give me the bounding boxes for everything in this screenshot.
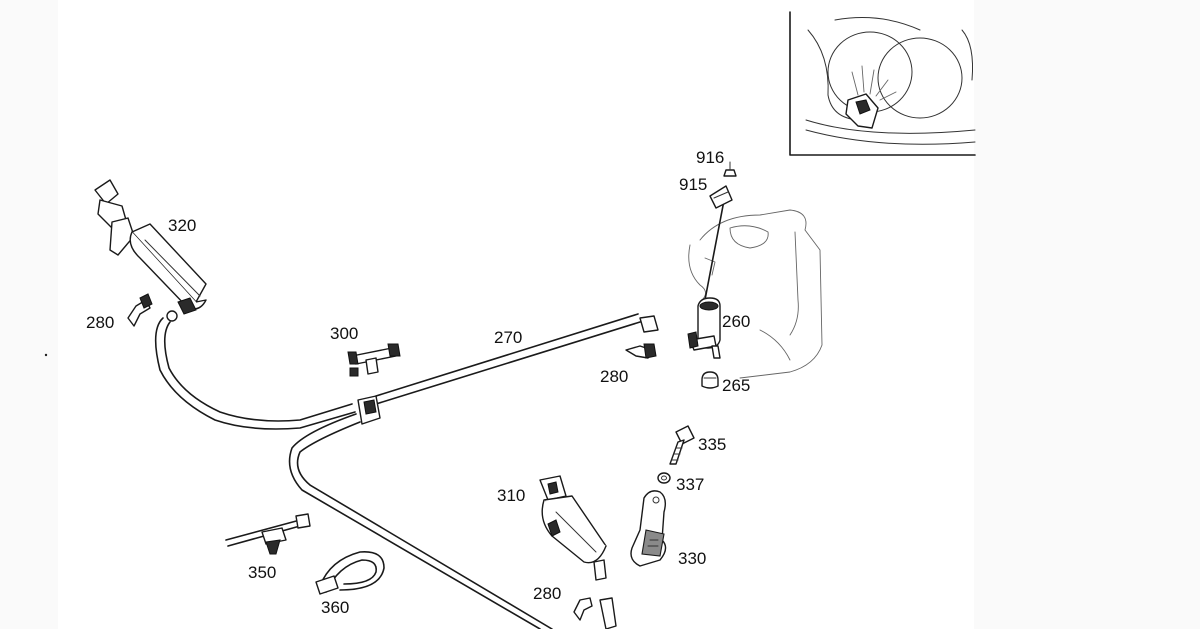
- part-337-washer: [657, 472, 671, 484]
- callout-310: 310: [497, 486, 525, 505]
- callout-335: 335: [698, 435, 726, 454]
- callout-915: 915: [679, 175, 707, 194]
- callout-280-right: 280: [600, 367, 628, 386]
- part-280-fitting-left: [127, 293, 153, 327]
- callout-916: 916: [696, 148, 724, 167]
- callout-labels: 320 280 300 270 280 916 915 260 265 335 …: [86, 148, 750, 617]
- callout-265: 265: [722, 376, 750, 395]
- part-330-bracket: [630, 490, 667, 567]
- part-300-connector: [347, 343, 401, 377]
- callout-360: 360: [321, 598, 349, 617]
- part-915-grommet: [709, 185, 733, 209]
- part-260-pump: [687, 189, 727, 359]
- callout-320: 320: [168, 216, 196, 235]
- hose-clamp: [357, 395, 381, 425]
- callout-300: 300: [330, 324, 358, 343]
- part-360-strap: [315, 551, 385, 595]
- hose-lines: [154, 313, 641, 629]
- callout-337: 337: [676, 475, 704, 494]
- part-916-cap: [723, 161, 737, 177]
- part-280-fitting-bottom: [573, 597, 617, 629]
- callout-270: 270: [494, 328, 522, 347]
- part-320-nozzle: [94, 179, 207, 322]
- drawing-sheet: [58, 0, 974, 629]
- callout-350: 350: [248, 563, 276, 582]
- callout-280-bottom: 280: [533, 584, 561, 603]
- inset-detail-view: [789, 11, 976, 156]
- callout-260: 260: [722, 312, 750, 331]
- callout-280-left: 280: [86, 313, 114, 332]
- callout-330: 330: [678, 549, 706, 568]
- stray-dot: [44, 353, 48, 357]
- part-335-bolt: [669, 425, 695, 465]
- part-310-nozzle: [539, 475, 607, 581]
- part-350-cable-tie: [225, 513, 311, 555]
- part-280-fitting-right: [625, 343, 657, 359]
- hose-end-270: [639, 315, 659, 333]
- part-265-plug: [701, 371, 719, 389]
